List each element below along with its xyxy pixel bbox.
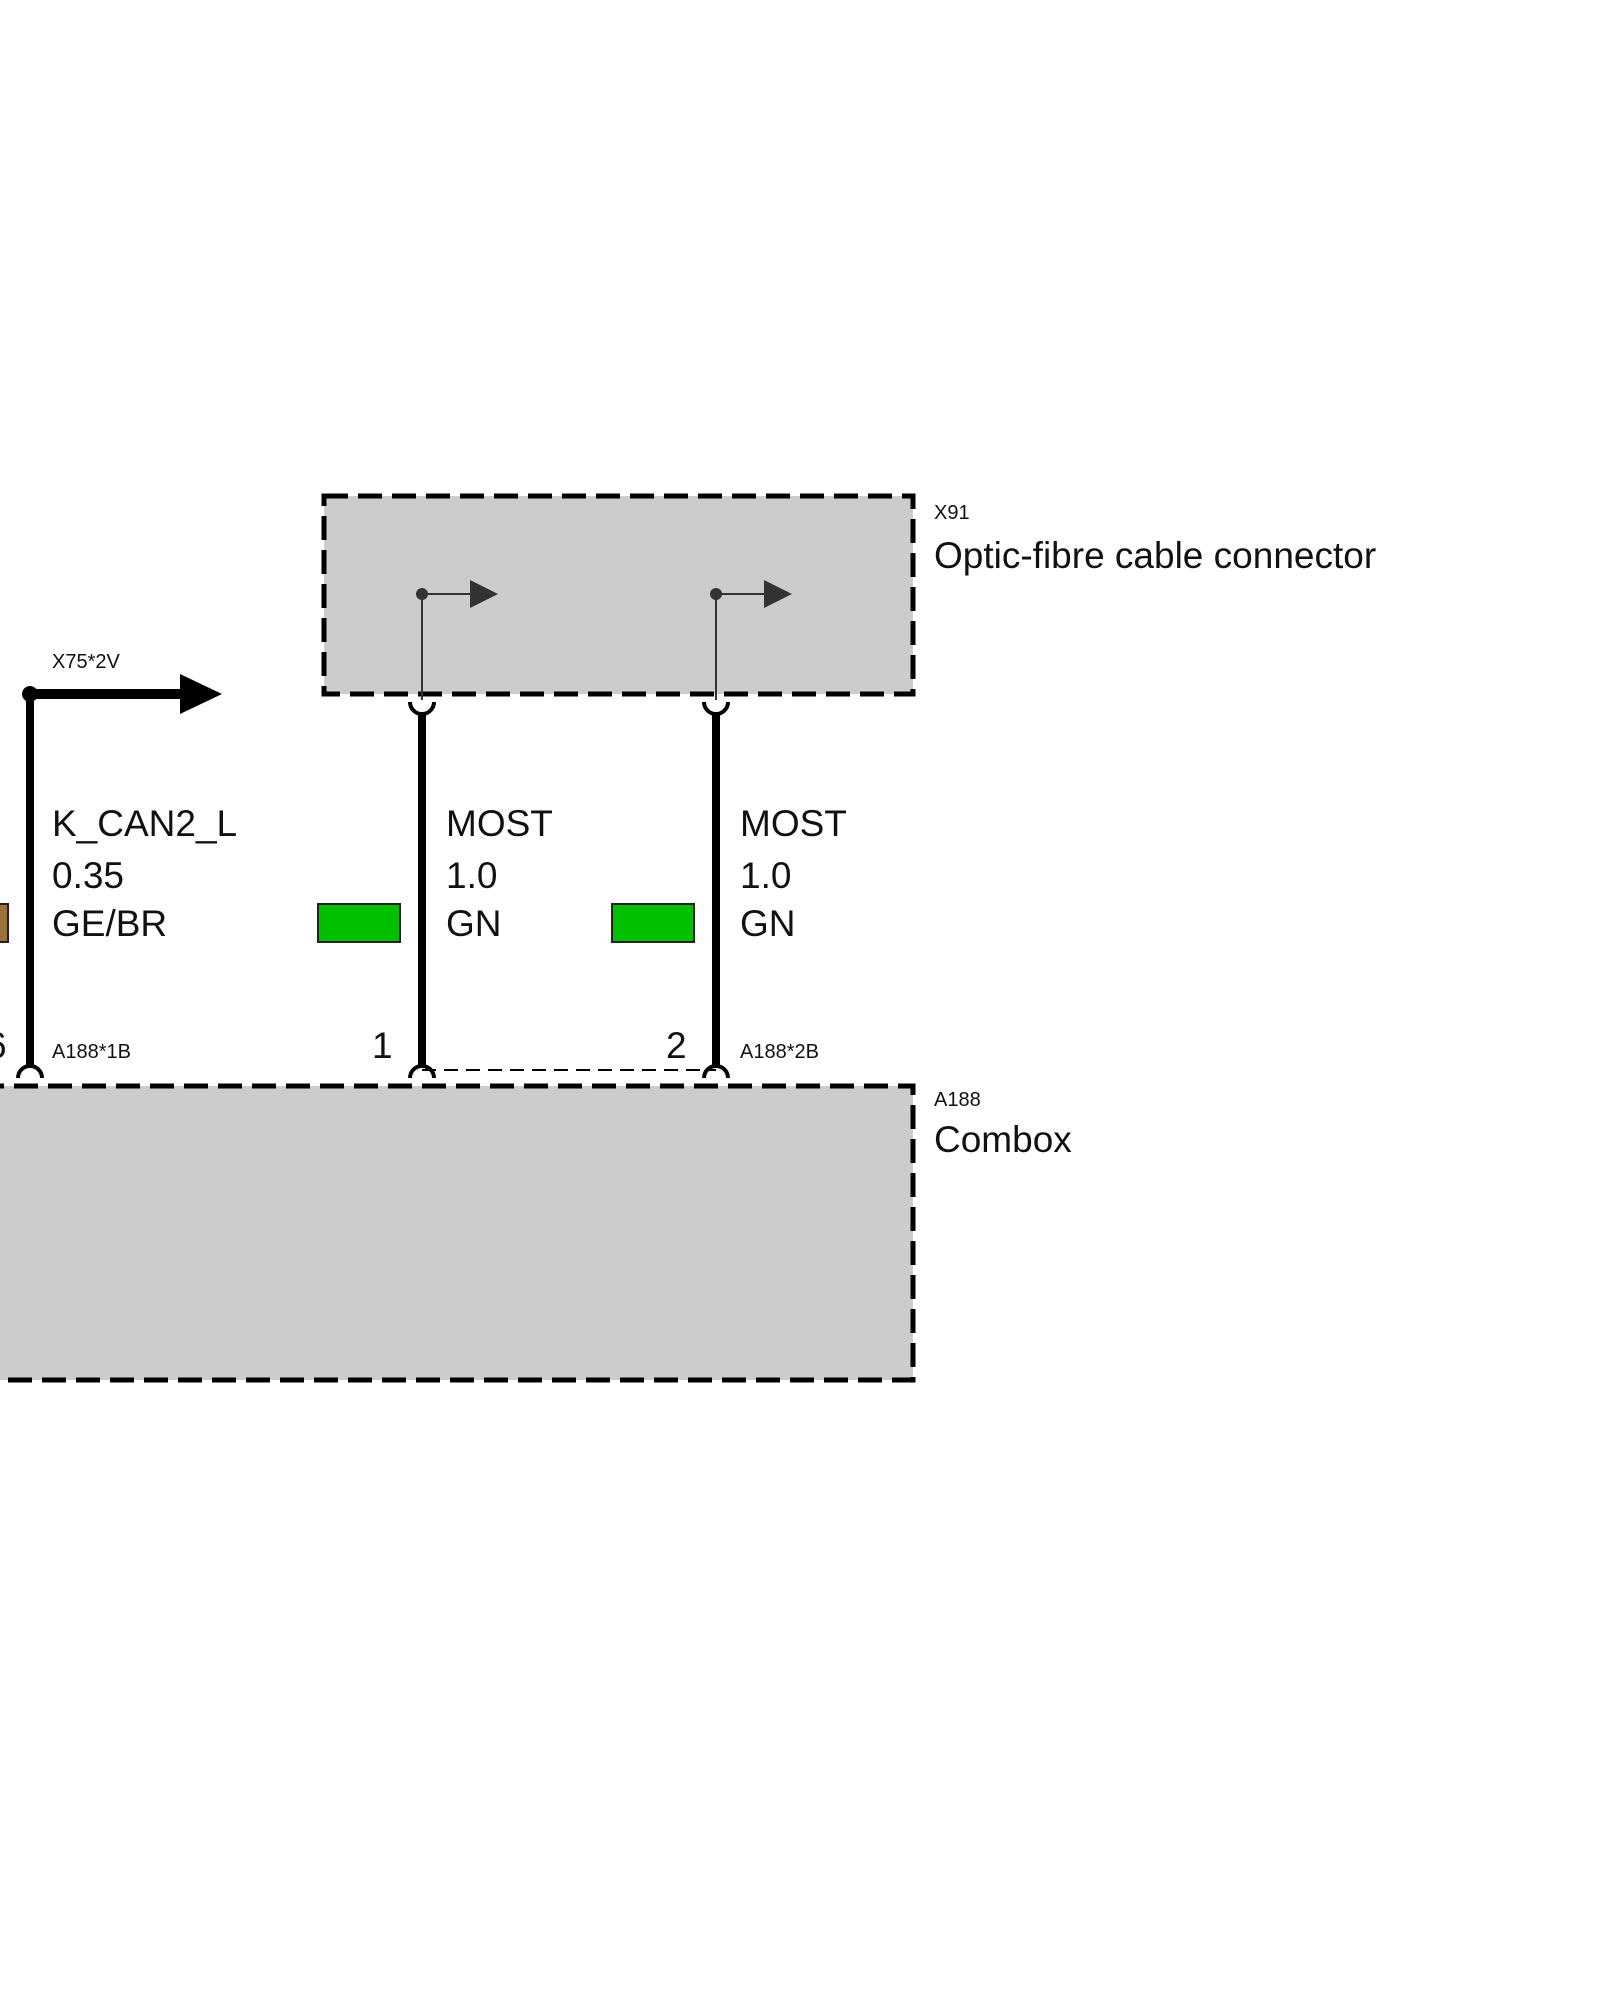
- junction-dot: [416, 588, 428, 600]
- wire-color-code-label: GN: [740, 903, 796, 944]
- a188-ref-label: A188: [934, 1089, 981, 1111]
- pin-socket-icon: [408, 1064, 436, 1079]
- wire-color-code-label: GN: [446, 903, 502, 944]
- a188-1b-connector-label: A188*1B: [52, 1041, 131, 1063]
- x91-box: [321, 493, 916, 697]
- wire-signal-label: MOST: [446, 803, 553, 844]
- a188-2b-connector-label: A188*2B: [740, 1041, 819, 1063]
- wire-color-code-label: GE/BR: [52, 903, 167, 944]
- x91-ref-label: X91: [934, 502, 970, 524]
- wire-signal-label: K_CAN2_L: [52, 803, 237, 844]
- continuation-arrow-icon: [180, 674, 222, 714]
- pin-socket-icon: [702, 1064, 730, 1079]
- a188-box: [0, 1083, 916, 1383]
- a188-name-label: Combox: [934, 1119, 1072, 1160]
- a188-component: A188 Combox: [0, 1083, 1072, 1383]
- wire-most-1: MOST 1.0 GN 1: [317, 701, 553, 1079]
- wire-color-swatch: [0, 903, 9, 943]
- pin-socket-icon: [16, 1064, 44, 1079]
- x75-connector-label: X75*2V: [52, 651, 120, 673]
- wire-gauge-label: 1.0: [446, 855, 497, 896]
- wire-color-swatch: [611, 903, 695, 943]
- arrow-head-icon: [764, 580, 792, 608]
- x91-path-1: [416, 580, 498, 700]
- wire-signal-label: MOST: [740, 803, 847, 844]
- x91-path-2: [710, 580, 792, 700]
- x91-name-label: Optic-fibre cable connector: [934, 535, 1376, 576]
- junction-dot: [710, 588, 722, 600]
- pin-number-label: 6: [0, 1025, 7, 1066]
- x91-internal-paths: [416, 580, 792, 700]
- pin-number-label: 1: [372, 1025, 393, 1066]
- arrow-head-icon: [470, 580, 498, 608]
- wire-gauge-label: 0.35: [52, 855, 124, 896]
- wire-most-2: MOST 1.0 GN 2 A188*2B: [611, 701, 847, 1079]
- pin-number-label: 2: [666, 1025, 687, 1066]
- wire-gauge-label: 1.0: [740, 855, 791, 896]
- wire-color-swatch: [317, 903, 401, 943]
- wire-k-can2-l: X75*2V K_CAN2_L 0.35 GE/BR A188*1B 6: [0, 651, 237, 1079]
